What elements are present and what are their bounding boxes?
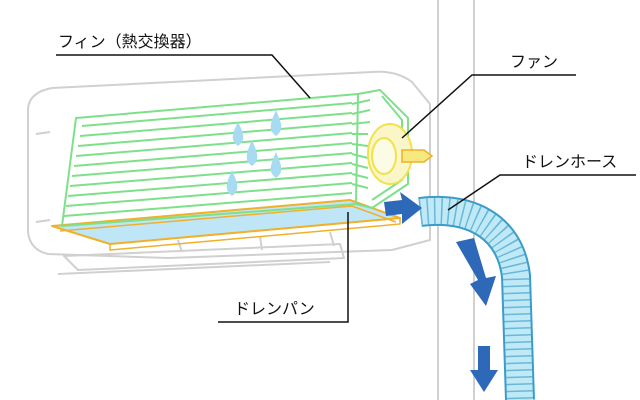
leader-lines <box>56 54 636 323</box>
drain-pan-label: ドレンパン <box>234 299 315 318</box>
drain-pan-leader-line <box>218 212 349 323</box>
flow-arrows <box>384 192 498 392</box>
fin-leader-line <box>56 54 311 99</box>
water-droplet-icon <box>246 140 258 166</box>
fan-leader-line <box>401 74 576 139</box>
fin-label: フィン（熱交換器） <box>58 32 202 51</box>
indoor-unit-casing <box>27 70 431 275</box>
down-arrow-icon <box>470 346 498 392</box>
right-arrow-icon <box>384 192 422 224</box>
down-arrow-icon <box>456 238 496 306</box>
water-droplet-icon <box>270 110 282 136</box>
fan-label: ファン <box>510 52 558 71</box>
water-droplet-icon <box>226 170 238 196</box>
drain-hose <box>418 196 535 400</box>
drain-hose-leader-line <box>447 174 636 211</box>
water-droplet-icon <box>270 152 282 178</box>
drain-hose-label: ドレンホース <box>522 152 617 171</box>
water-droplet-icon <box>232 122 244 146</box>
fin-heat-exchanger <box>61 89 409 227</box>
water-droplets <box>226 110 282 196</box>
drain-pan <box>51 199 401 251</box>
fan <box>367 123 434 185</box>
